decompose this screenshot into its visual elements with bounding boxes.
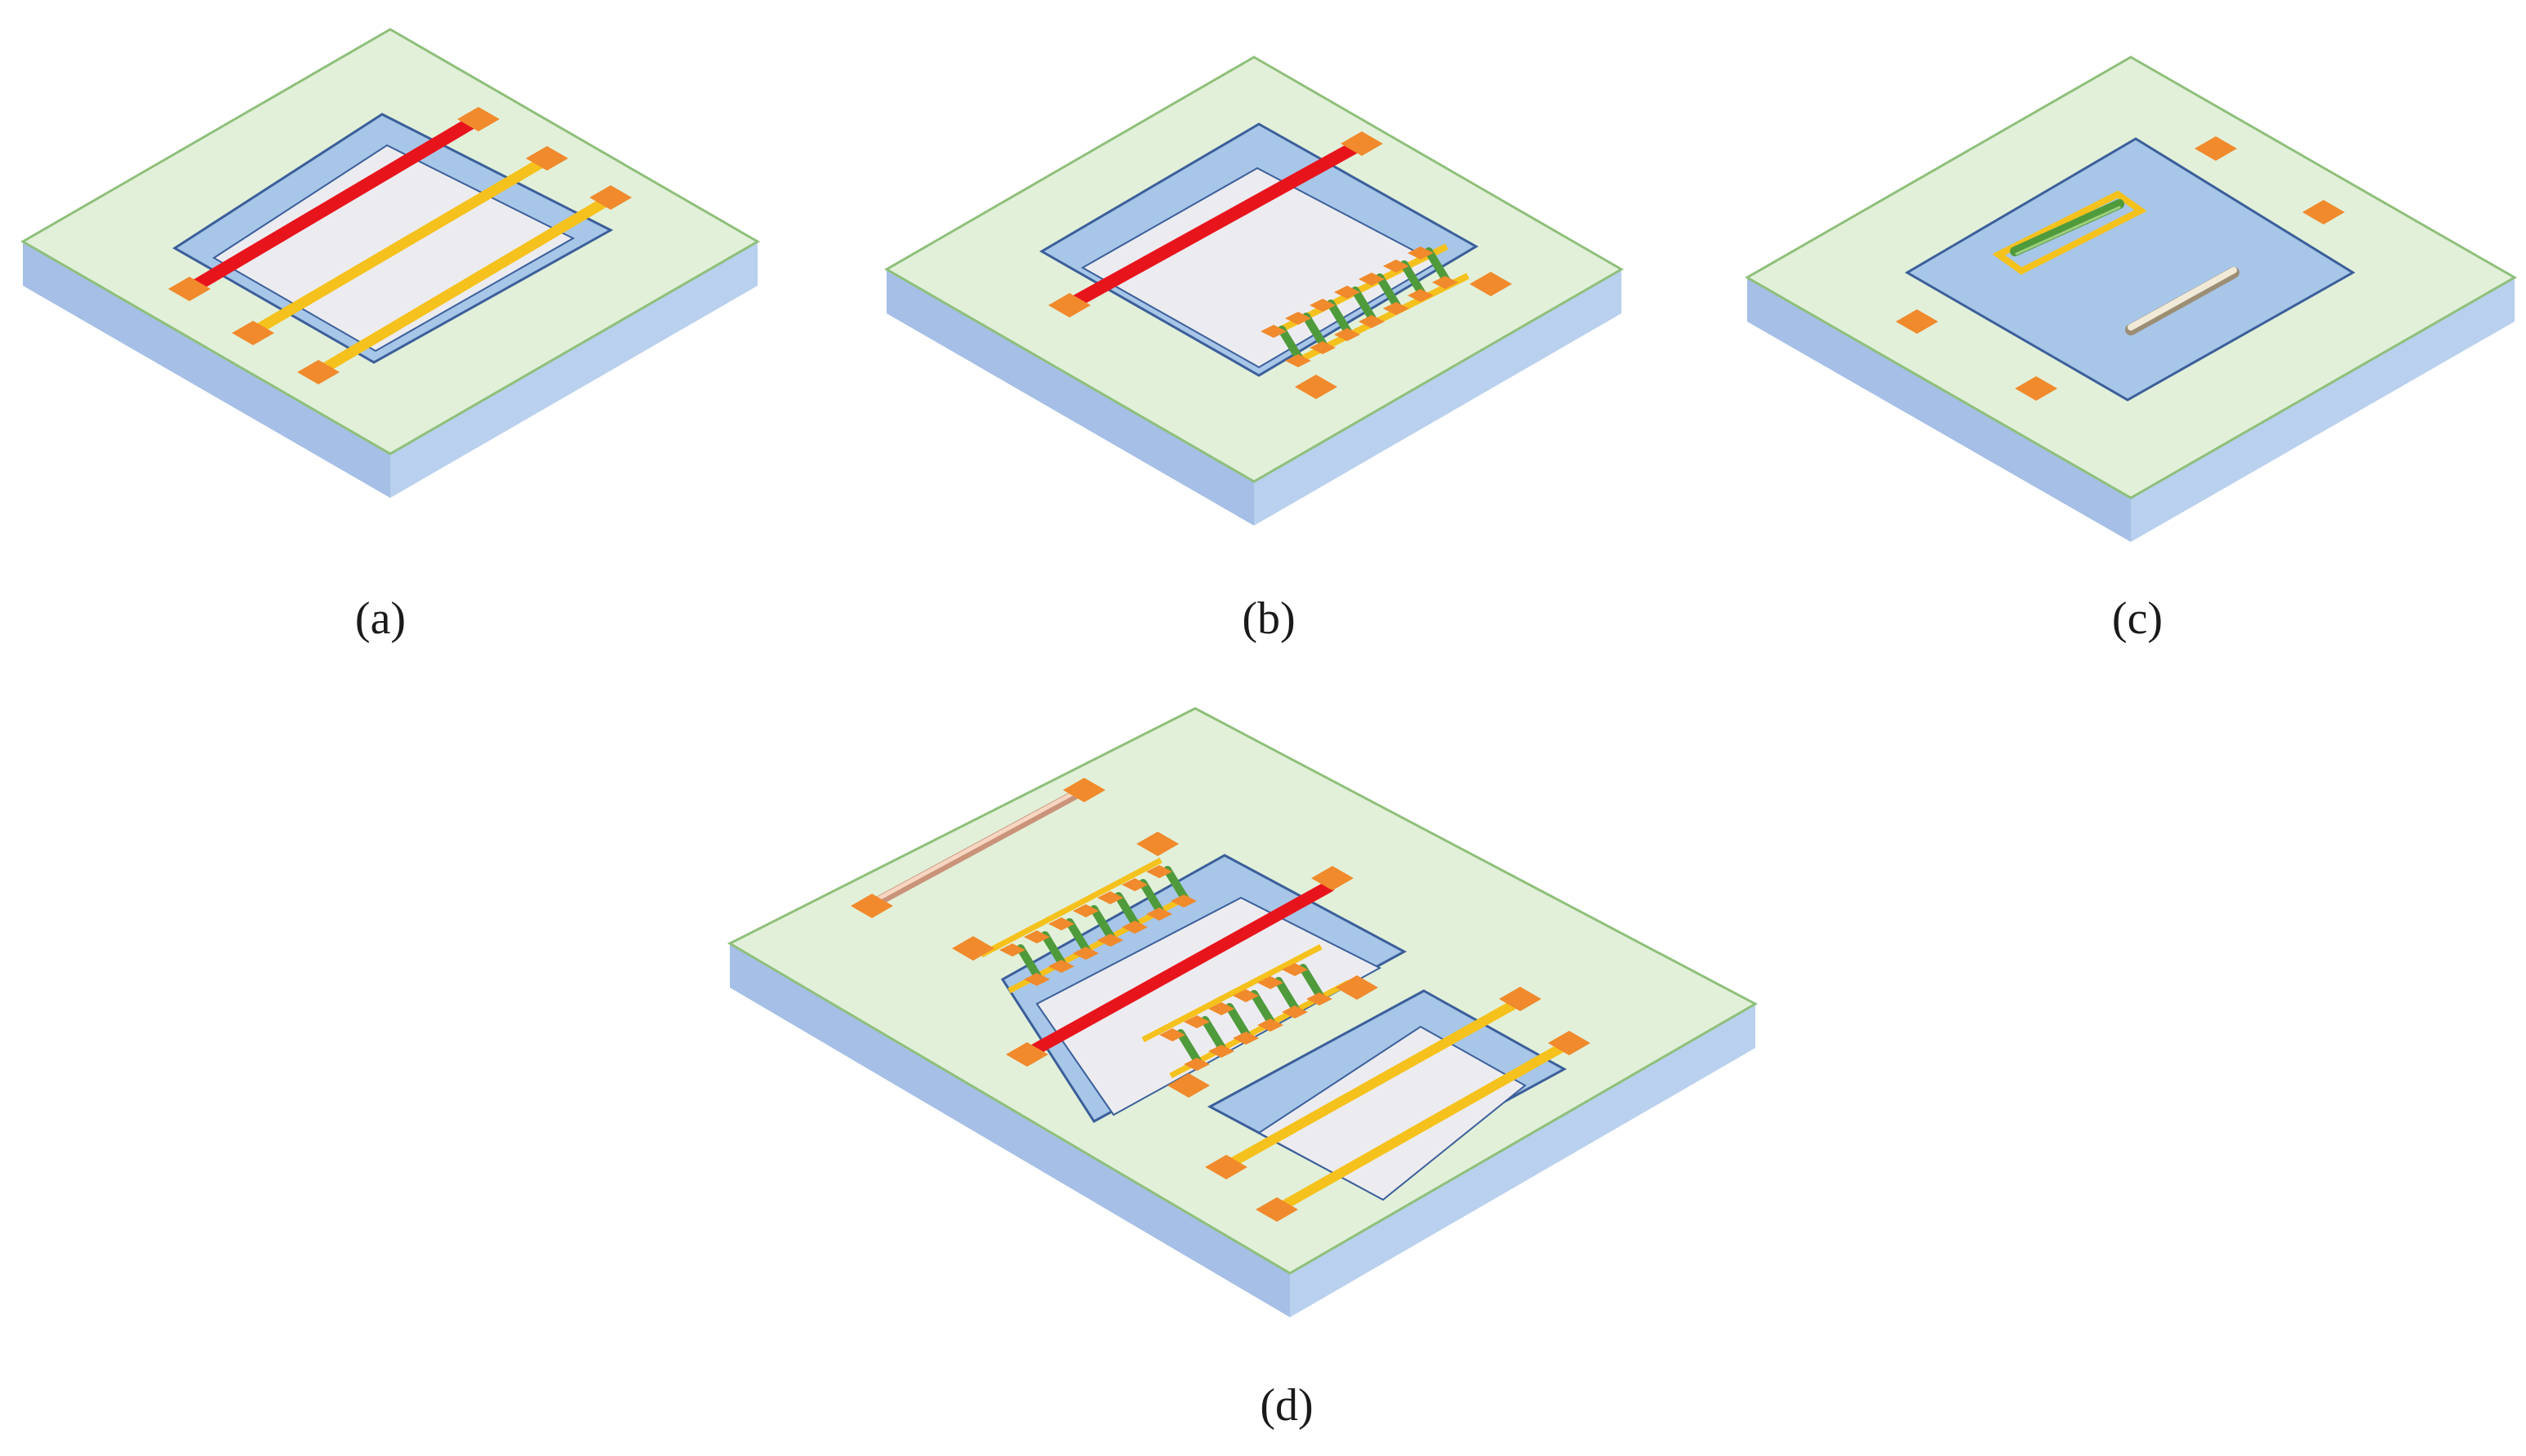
panel-label-d: (d)	[1260, 1380, 1313, 1431]
reference-element	[2125, 267, 2239, 335]
substrate-side	[1747, 277, 2131, 542]
substrate-side	[1290, 1004, 1755, 1317]
pad	[1341, 131, 1383, 156]
thermocouple-array	[1261, 243, 1470, 367]
substrate-side	[390, 242, 758, 498]
pad	[1548, 1031, 1590, 1055]
reference-strip	[874, 788, 1083, 906]
pad	[1205, 1155, 1247, 1179]
pad	[1006, 1042, 1048, 1067]
cavity	[1080, 166, 1439, 369]
panel-c	[1744, 55, 2518, 542]
heater-strip	[189, 116, 478, 292]
substrate-side	[2131, 277, 2515, 542]
pad	[1136, 832, 1179, 856]
thermopile-strip	[1228, 1001, 1517, 1167]
pad	[1295, 375, 1337, 399]
panel-d	[727, 707, 1759, 1317]
heater-strip	[1029, 880, 1336, 1056]
pad	[851, 894, 893, 918]
panel-a	[20, 28, 760, 498]
pad	[232, 321, 274, 345]
sensing-element	[1992, 190, 2147, 275]
thermopile-strip	[1280, 1043, 1566, 1210]
pad	[1048, 293, 1091, 317]
pad	[526, 146, 568, 171]
pad	[1311, 866, 1354, 890]
substrate-side	[887, 269, 1254, 526]
cavity	[1257, 1025, 1527, 1201]
pad	[457, 107, 500, 131]
substrate-side	[1254, 269, 1621, 526]
pad	[168, 277, 211, 301]
pad	[2195, 136, 2237, 161]
pad	[2015, 376, 2057, 401]
panel-label-b: (b)	[1242, 593, 1295, 644]
thermopile-strip	[318, 197, 610, 375]
pad	[1336, 975, 1378, 1000]
heater-strip	[1071, 140, 1362, 307]
substrate-side	[730, 943, 1290, 1317]
pad	[952, 936, 994, 961]
pad	[1167, 1073, 1210, 1098]
pad	[1470, 272, 1512, 296]
pad	[2302, 200, 2345, 224]
panel-label-a: (a)	[355, 593, 406, 644]
panel-b	[884, 55, 1624, 526]
pad	[589, 185, 632, 210]
pad	[1256, 1197, 1298, 1222]
pad	[1499, 987, 1541, 1011]
panel-label-c: (c)	[2112, 593, 2163, 644]
thermocouple-array	[1141, 943, 1350, 1079]
thermocouple-array	[980, 857, 1197, 994]
thermopile-strip	[254, 158, 546, 334]
pad	[297, 360, 340, 384]
pad	[1063, 778, 1105, 802]
pad	[1896, 309, 1938, 334]
membrane	[1905, 137, 2355, 402]
substrate-side	[23, 242, 390, 498]
